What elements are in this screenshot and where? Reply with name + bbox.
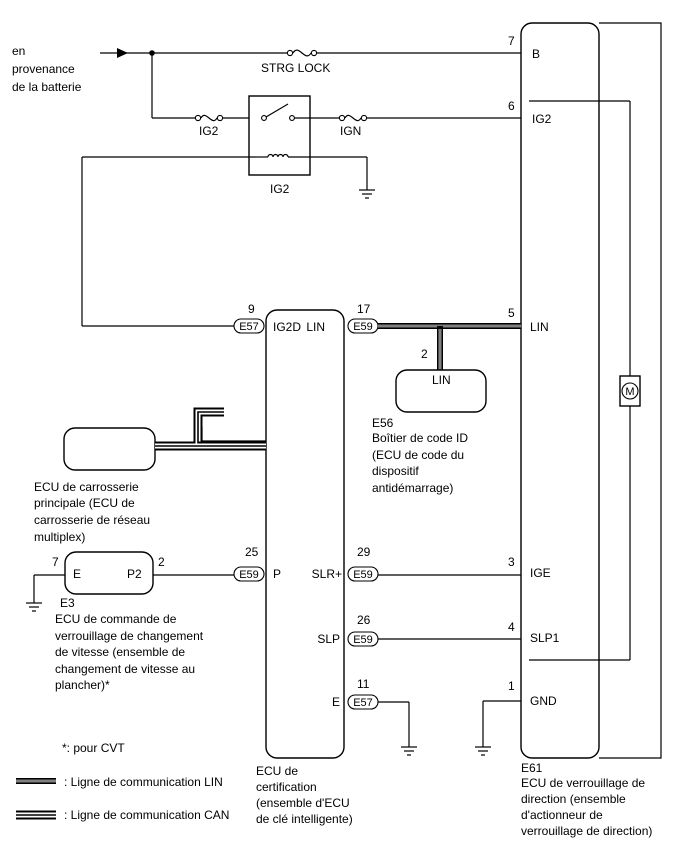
cert-pin-num-e: 11 (357, 677, 370, 691)
e61-pin-name-b: B (532, 47, 540, 61)
id-box-name-line-3: dispositif (372, 464, 419, 478)
e61-pin-name-ig2: IG2 (532, 112, 552, 126)
connector-e59-p-label: E59 (239, 569, 259, 581)
e3-name-line-1: ECU de commande de (55, 612, 177, 626)
fuse-ign-label: IGN (340, 124, 361, 138)
e3-name-line-4: changement de vitesse au (55, 662, 195, 676)
motor-label: M (625, 386, 634, 398)
ground-icon (475, 746, 491, 756)
id-code-box (395, 369, 487, 413)
cert-pin-num-p: 25 (245, 545, 259, 559)
cert-pin-num-slr: 29 (357, 545, 371, 559)
relay-switch-icon (261, 103, 295, 121)
fuse-strg-lock-label: STRG LOCK (261, 61, 330, 75)
ground-icon (401, 746, 417, 756)
body-ecu-name-line-4: multiplex) (34, 530, 85, 544)
cert-pin-num-slp: 26 (357, 613, 371, 627)
battery-arrow-icon (117, 48, 128, 58)
e61-name-line-4: verrouillage de direction) (521, 824, 652, 838)
cert-pin-name-ig2d: IG2D (273, 320, 301, 334)
fuse-ign-icon (338, 114, 368, 122)
legend-lin-label: : Ligne de communication LIN (64, 775, 223, 789)
connector-e57-ig2d (233, 318, 265, 334)
fuse-ig2-icon (194, 114, 224, 122)
fuse-strg-lock-icon (286, 49, 318, 57)
e3-pin-num-7: 7 (52, 555, 59, 569)
e61-pin-num-lin: 5 (508, 306, 515, 320)
relay-ig2-label: IG2 (270, 182, 290, 196)
id-box-code: E56 (372, 416, 394, 430)
ground-icon (26, 602, 42, 612)
body-ecu-name-line-3: carrosserie de réseau (34, 513, 150, 527)
relay-coil-icon (256, 153, 310, 158)
connector-e59-p (233, 566, 265, 582)
cert-pin-name-slr: SLR+ (312, 567, 342, 581)
relay-ig2-box (248, 95, 311, 176)
connector-e59-slp-label: E59 (353, 634, 373, 646)
legend-can-label: : Ligne de communication CAN (64, 808, 229, 822)
e3-pin-name-p2: P2 (127, 567, 142, 581)
e61-name-line-2: direction (ensemble (521, 792, 626, 806)
id-box-pin-num: 2 (421, 347, 428, 361)
can-bus-wire (155, 407, 266, 451)
connector-e59-slr-label: E59 (353, 569, 373, 581)
motor-icon (621, 382, 639, 400)
connector-e59-slr (347, 566, 379, 582)
battery-source-line-2: provenance (12, 62, 75, 76)
id-box-name-line-2: (ECU de code du (372, 448, 464, 462)
certification-ecu-box (265, 309, 345, 759)
cert-pin-name-e: E (332, 695, 340, 709)
e61-pin-name-slp1: SLP1 (530, 631, 560, 645)
connector-e57-ig2d-label: E57 (239, 321, 259, 333)
e3-pin-num-2: 2 (158, 555, 165, 569)
connector-e59-lin-label: E59 (353, 321, 373, 333)
e61-pin-num-slp1: 4 (508, 620, 515, 634)
cert-ecu-name-line-1: ECU de (256, 764, 298, 778)
connector-e57-e-label: E57 (353, 697, 373, 709)
e61-name-line-3: d'actionneur de (521, 808, 603, 822)
e3-name-line-2: verrouillage de changement (55, 629, 204, 643)
e61-pin-num-ig2: 6 (508, 99, 515, 113)
e3-pin-name-e: E (73, 567, 81, 581)
id-box-name-line-1: Boîtier de code ID (372, 431, 468, 445)
cert-pin-name-lin: LIN (306, 320, 325, 334)
e61-pin-name-ige: IGE (530, 566, 551, 580)
cert-ecu-name-line-3: (ensemble d'ECU (256, 796, 350, 810)
cert-ecu-name-line-4: de clé intelligente) (256, 812, 353, 826)
id-box-name-line-4: antidémarrage) (372, 481, 453, 495)
cert-pin-num-ig2d: 9 (248, 302, 255, 316)
main-body-ecu-box (63, 427, 156, 471)
battery-source-line-1: en (12, 44, 25, 58)
e61-pin-num-gnd: 1 (508, 679, 515, 693)
e3-name-line-5: plancher)* (55, 678, 110, 692)
steering-lock-housing-outline (599, 22, 662, 759)
cert-pin-num-lin: 17 (357, 302, 371, 316)
e61-name-line-1: ECU de verrouillage de (521, 776, 645, 790)
id-box-pin-name: LIN (432, 373, 451, 387)
e61-code: E61 (521, 761, 543, 775)
battery-source-line-3: de la batterie (12, 80, 82, 94)
e61-pin-num-ige: 3 (508, 555, 515, 569)
e61-pin-num-b: 7 (508, 34, 515, 48)
ground-icon (359, 189, 375, 199)
shift-lock-ecu-box (64, 551, 154, 595)
e3-name-line-3: de vitesse (ensemble de (55, 645, 185, 659)
footnote: *: pour CVT (62, 741, 125, 755)
e3-code: E3 (60, 596, 75, 610)
e61-pin-name-lin: LIN (530, 320, 549, 334)
cert-ecu-name-line-2: certification (256, 780, 317, 794)
steering-lock-ecu-box (520, 22, 600, 759)
e61-pin-name-gnd: GND (530, 694, 557, 708)
cert-pin-name-p: P (273, 567, 281, 581)
fuse-ig2-label: IG2 (199, 124, 219, 138)
body-ecu-name-line-2: principale (ECU de (34, 496, 135, 510)
cert-pin-name-slp: SLP (317, 632, 340, 646)
body-ecu-name-line-1: ECU de carrosserie (34, 480, 139, 494)
